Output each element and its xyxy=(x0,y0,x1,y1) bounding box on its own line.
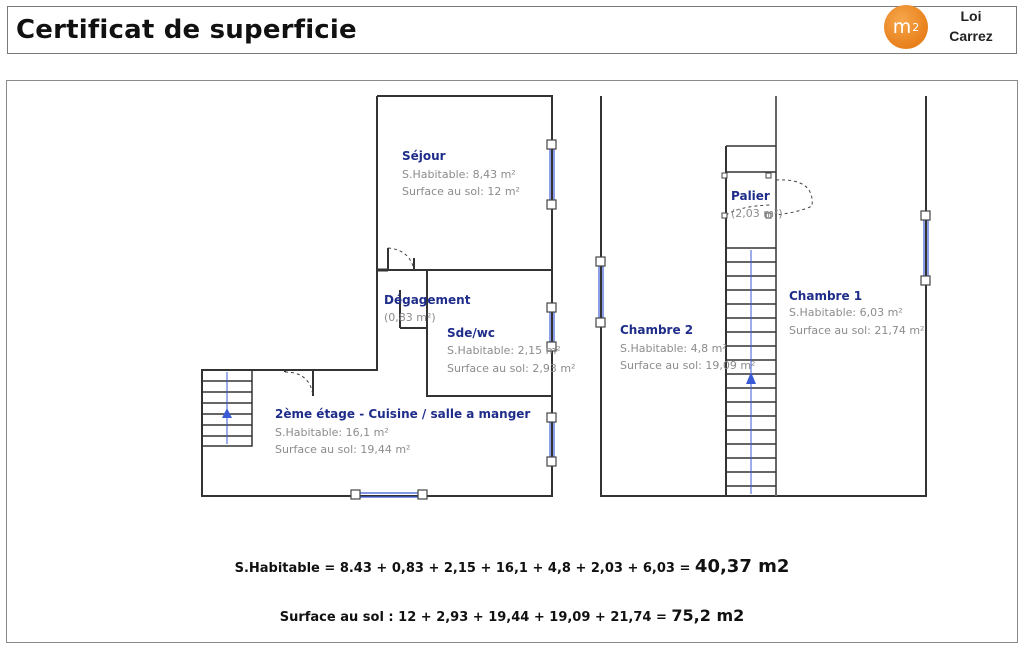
room-hab-chambre2: S.Habitable: 4,8 m² xyxy=(620,342,727,355)
stair-arrow-icon xyxy=(746,372,756,384)
logo-line1: Loi xyxy=(960,8,982,24)
room-hab-sejour: S.Habitable: 8,43 m² xyxy=(402,168,516,181)
sol-formula: Surface au sol : 12 + 2,93 + 19,44 + 19,… xyxy=(279,610,667,625)
logo-line2: Carrez xyxy=(949,28,993,44)
habitable-formula: S.Habitable = 8.43 + 0,83 + 2,15 + 16,1 … xyxy=(234,561,691,576)
logo-sup: 2 xyxy=(912,20,920,34)
page-title: Certificat de superficie xyxy=(16,15,357,45)
habitable-formula-line: S.Habitable = 8.43 + 0,83 + 2,15 + 16,1 … xyxy=(0,556,1024,577)
logo-mark: m xyxy=(892,16,912,38)
room-hab-chambre1: S.Habitable: 6,03 m² xyxy=(789,306,903,319)
stairs-left xyxy=(201,369,253,447)
window-icon xyxy=(350,139,931,500)
header-bar: Certificat de superficie xyxy=(7,6,1017,54)
room-sol-chambre1: Surface au sol: 21,74 m² xyxy=(789,324,924,337)
wall-sdewc xyxy=(426,270,552,397)
wall-left-plan xyxy=(201,95,553,497)
room-sol-cuisine: Surface au sol: 19,44 m² xyxy=(275,443,410,456)
door-swing-icon xyxy=(284,179,813,397)
stair-arrow-icon xyxy=(222,408,232,418)
habitable-total: 40,37 m2 xyxy=(694,556,790,577)
room-name-palier: Palier xyxy=(731,189,770,203)
room-name-degagement: Dégagement xyxy=(384,293,471,307)
room-hab-cuisine: S.Habitable: 16,1 m² xyxy=(275,426,389,439)
room-sol-chambre2: Surface au sol: 19,09 m² xyxy=(620,359,755,372)
room-name-chambre2: Chambre 2 xyxy=(620,323,693,337)
room-area-degagement: (0,83 m²) xyxy=(384,311,436,324)
room-sol-sejour: Surface au sol: 12 m² xyxy=(402,185,520,198)
sol-formula-line: Surface au sol : 12 + 2,93 + 19,44 + 19,… xyxy=(0,606,1024,625)
room-name-cuisine: 2ème étage - Cuisine / salle a manger xyxy=(275,407,530,421)
wall-right-plan xyxy=(600,96,927,497)
room-hab-sdewc: S.Habitable: 2,15 m² xyxy=(447,344,561,357)
room-name-sejour: Séjour xyxy=(402,149,446,163)
room-name-sdewc: Sde/wc xyxy=(447,326,495,340)
logo-text: Loi Carrez xyxy=(936,6,1006,46)
door-hinges xyxy=(721,172,772,219)
room-sol-sdewc: Surface au sol: 2,93 m² xyxy=(447,362,575,375)
room-name-chambre1: Chambre 1 xyxy=(789,289,862,303)
plan-frame xyxy=(6,80,1018,643)
sol-total: 75,2 m2 xyxy=(671,606,745,625)
room-area-palier: (2,03 m²) xyxy=(731,207,783,220)
